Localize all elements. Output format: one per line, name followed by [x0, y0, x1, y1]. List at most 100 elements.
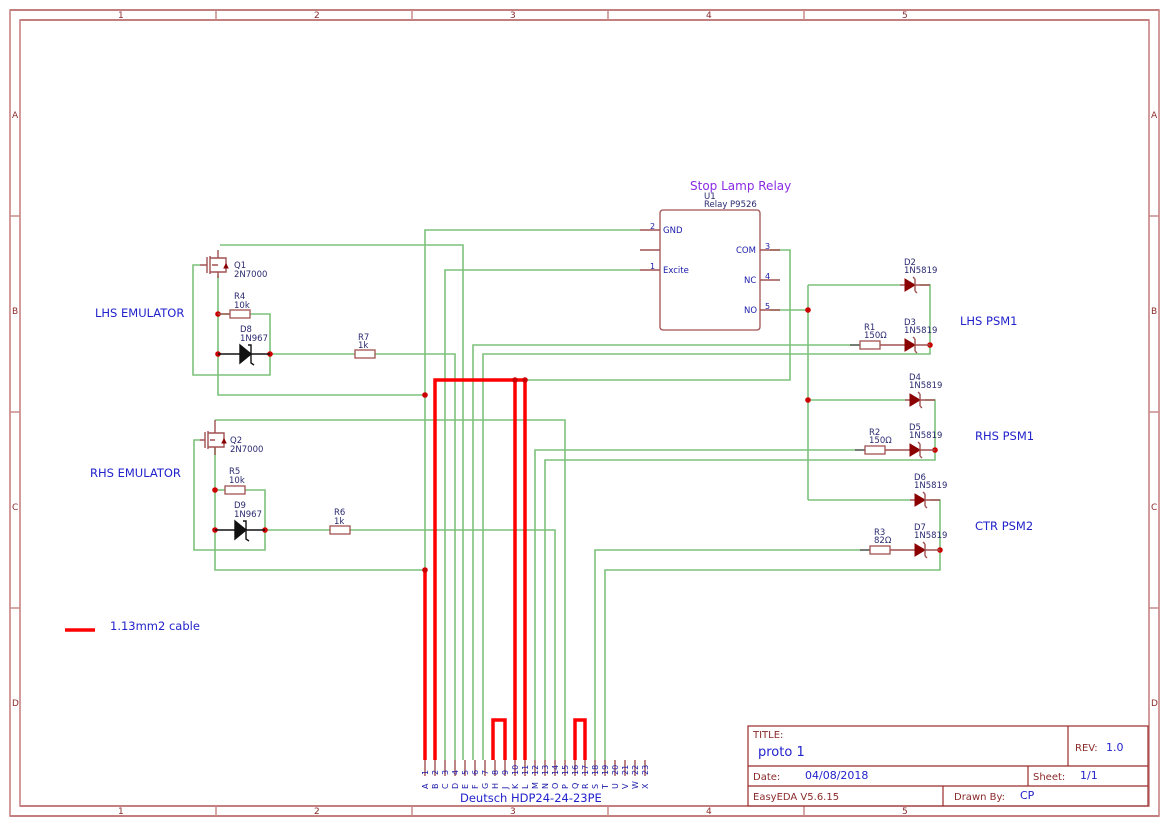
d9-ref: D9	[234, 501, 246, 511]
r5-ref: R5	[229, 467, 240, 477]
connector-pin-letter: L	[521, 784, 530, 789]
d8-part: 1N967	[240, 334, 268, 344]
connector-pin[interactable]: 15P	[561, 760, 570, 789]
r7-val: 1k	[358, 341, 368, 351]
d6-ref: D6	[914, 473, 926, 483]
connector-pin[interactable]: 11L	[521, 760, 530, 789]
d9-part: 1N967	[234, 510, 262, 520]
connector-pin[interactable]: 13N	[541, 760, 550, 789]
r4-ref: R4	[234, 292, 245, 302]
relay-ref: U1	[704, 192, 716, 202]
connector-pin[interactable]: 22W	[631, 760, 640, 789]
d7-part: 1N5819	[914, 531, 947, 541]
relay-u1[interactable]: Stop Lamp Relay U1 Relay P9526 2 GND 1 E…	[640, 179, 791, 331]
rhs-emulator[interactable]: RHS EMULATOR Q2 2N7000 R5 10k D9 1N967 R…	[90, 420, 351, 542]
pin-num: 3	[765, 242, 770, 251]
r1-val: 150Ω	[864, 331, 887, 341]
connector-pin-number: 23	[641, 765, 650, 775]
r6-val: 1k	[334, 517, 344, 527]
col-label-top: 5	[902, 11, 908, 21]
r2-ref: R2	[869, 428, 880, 438]
connector-pin-number: 1	[421, 770, 430, 775]
legend-label: 1.13mm2 cable	[110, 619, 200, 633]
connector-pin[interactable]: 10K	[511, 760, 520, 789]
schottky-diode-d2	[900, 276, 930, 294]
connector-pin[interactable]: 19T	[601, 760, 610, 790]
connector-pin[interactable]: 16Q	[571, 760, 580, 789]
r3-ref: R3	[874, 528, 885, 538]
d5-part: 1N5819	[909, 431, 942, 441]
r1-ref: R1	[864, 323, 875, 333]
connector-pin-letter: C	[441, 783, 450, 789]
pin-num: 2	[650, 222, 655, 231]
drawn-by-value: CP	[1020, 789, 1035, 802]
rhs-psm-label: RHS PSM1	[975, 429, 1034, 443]
ctr-psm[interactable]: CTR PSM2 D6 1N5819 R3 82Ω D7 1N5819	[860, 473, 1033, 559]
connector-pin[interactable]: 12M	[531, 760, 540, 789]
connector-pin-letter: O	[551, 783, 560, 789]
row-label-right: B	[1151, 307, 1157, 317]
schottky-diode-d7	[914, 541, 928, 559]
connector-pin-letter: W	[631, 781, 640, 789]
connector-pin[interactable]: 6F	[471, 760, 480, 789]
connector-pin[interactable]: 17R	[581, 760, 590, 789]
connector-pin-number: 10	[511, 765, 520, 775]
connector-pin[interactable]: 8H	[491, 760, 500, 789]
lhs-emulator-label: LHS EMULATOR	[95, 306, 184, 320]
rev-label: REV:	[1075, 743, 1098, 754]
col-label-bottom: 1	[118, 807, 124, 817]
connector-pin-letter: Q	[571, 783, 580, 789]
title-block: TITLE: proto 1 REV: 1.0 Date: 04/08/2018…	[747, 725, 1149, 807]
connector-pin[interactable]: 23X	[641, 760, 650, 789]
schottky-diode-d3	[904, 336, 918, 354]
relay-title: Stop Lamp Relay	[690, 179, 791, 193]
legend: 1.13mm2 cable	[65, 619, 200, 633]
connector-pin-number: 9	[501, 770, 510, 775]
connector-hdp24[interactable]: Deutsch HDP24-24-23PE 1A2B3C4D5E6F7G8H9J…	[421, 760, 650, 805]
connector-pin[interactable]: 14O	[551, 760, 560, 789]
r5-val: 10k	[229, 476, 245, 486]
connector-pin[interactable]: 5E	[461, 760, 470, 789]
row-label-left: C	[12, 503, 18, 513]
date-label: Date:	[753, 772, 780, 783]
q2-part: 2N7000	[230, 445, 263, 455]
connector-pin-number: 3	[441, 770, 450, 775]
connector-pin-letter: T	[601, 784, 610, 790]
pin-com: COM	[736, 246, 756, 256]
lhs-emulator[interactable]: LHS EMULATOR Q1 2N7000 R4 10k D8 1N967 R…	[95, 250, 376, 366]
connector-pin[interactable]: 20U	[611, 760, 620, 789]
ctr-psm-label: CTR PSM2	[975, 519, 1033, 533]
col-label-top: 1	[118, 11, 124, 21]
lhs-psm[interactable]: LHS PSM1 D2 1N5819 R1 150Ω D3 1N5819	[850, 258, 1017, 354]
connector-pin[interactable]: 9J	[501, 760, 510, 790]
resistor-r1	[850, 340, 930, 350]
connector-pin-number: 2	[431, 770, 440, 775]
q1-ref: Q1	[234, 261, 246, 271]
row-label-left: B	[12, 307, 18, 317]
d7-ref: D7	[914, 523, 926, 533]
r6-ref: R6	[334, 508, 345, 518]
connector-pin[interactable]: 1A	[421, 760, 430, 789]
connector-pin-number: 14	[551, 765, 560, 775]
wires	[192, 229, 941, 760]
connector-pin-letter: U	[611, 783, 620, 789]
connector-name: Deutsch HDP24-24-23PE	[460, 791, 602, 805]
connector-pin-letter: B	[431, 784, 440, 790]
zone-labels: 1 2 3 4 5 1 2 3 4 5 A B C D A B C D	[12, 11, 1158, 817]
resistor-r3	[860, 545, 940, 555]
pin-nc: NC	[744, 276, 756, 286]
d8-ref: D8	[240, 325, 252, 335]
connector-pin[interactable]: 7G	[481, 760, 490, 789]
rhs-psm[interactable]: RHS PSM1 D4 1N5819 R2 150Ω D5 1N5819	[855, 373, 1034, 459]
connector-pin-letter: P	[561, 784, 570, 789]
pin-num: 4	[765, 272, 770, 281]
schottky-diode-d6	[910, 491, 940, 509]
connector-pin-letter: J	[501, 787, 510, 790]
connector-pin[interactable]: 4D	[451, 760, 460, 789]
connector-pin[interactable]: 3C	[441, 760, 450, 789]
connector-pin-number: 20	[611, 765, 620, 775]
connector-pin[interactable]: 2B	[431, 760, 440, 789]
connector-pin[interactable]: 18S	[591, 760, 600, 789]
connector-pin[interactable]: 21V	[621, 760, 630, 789]
connector-pin-letter: D	[451, 783, 460, 789]
